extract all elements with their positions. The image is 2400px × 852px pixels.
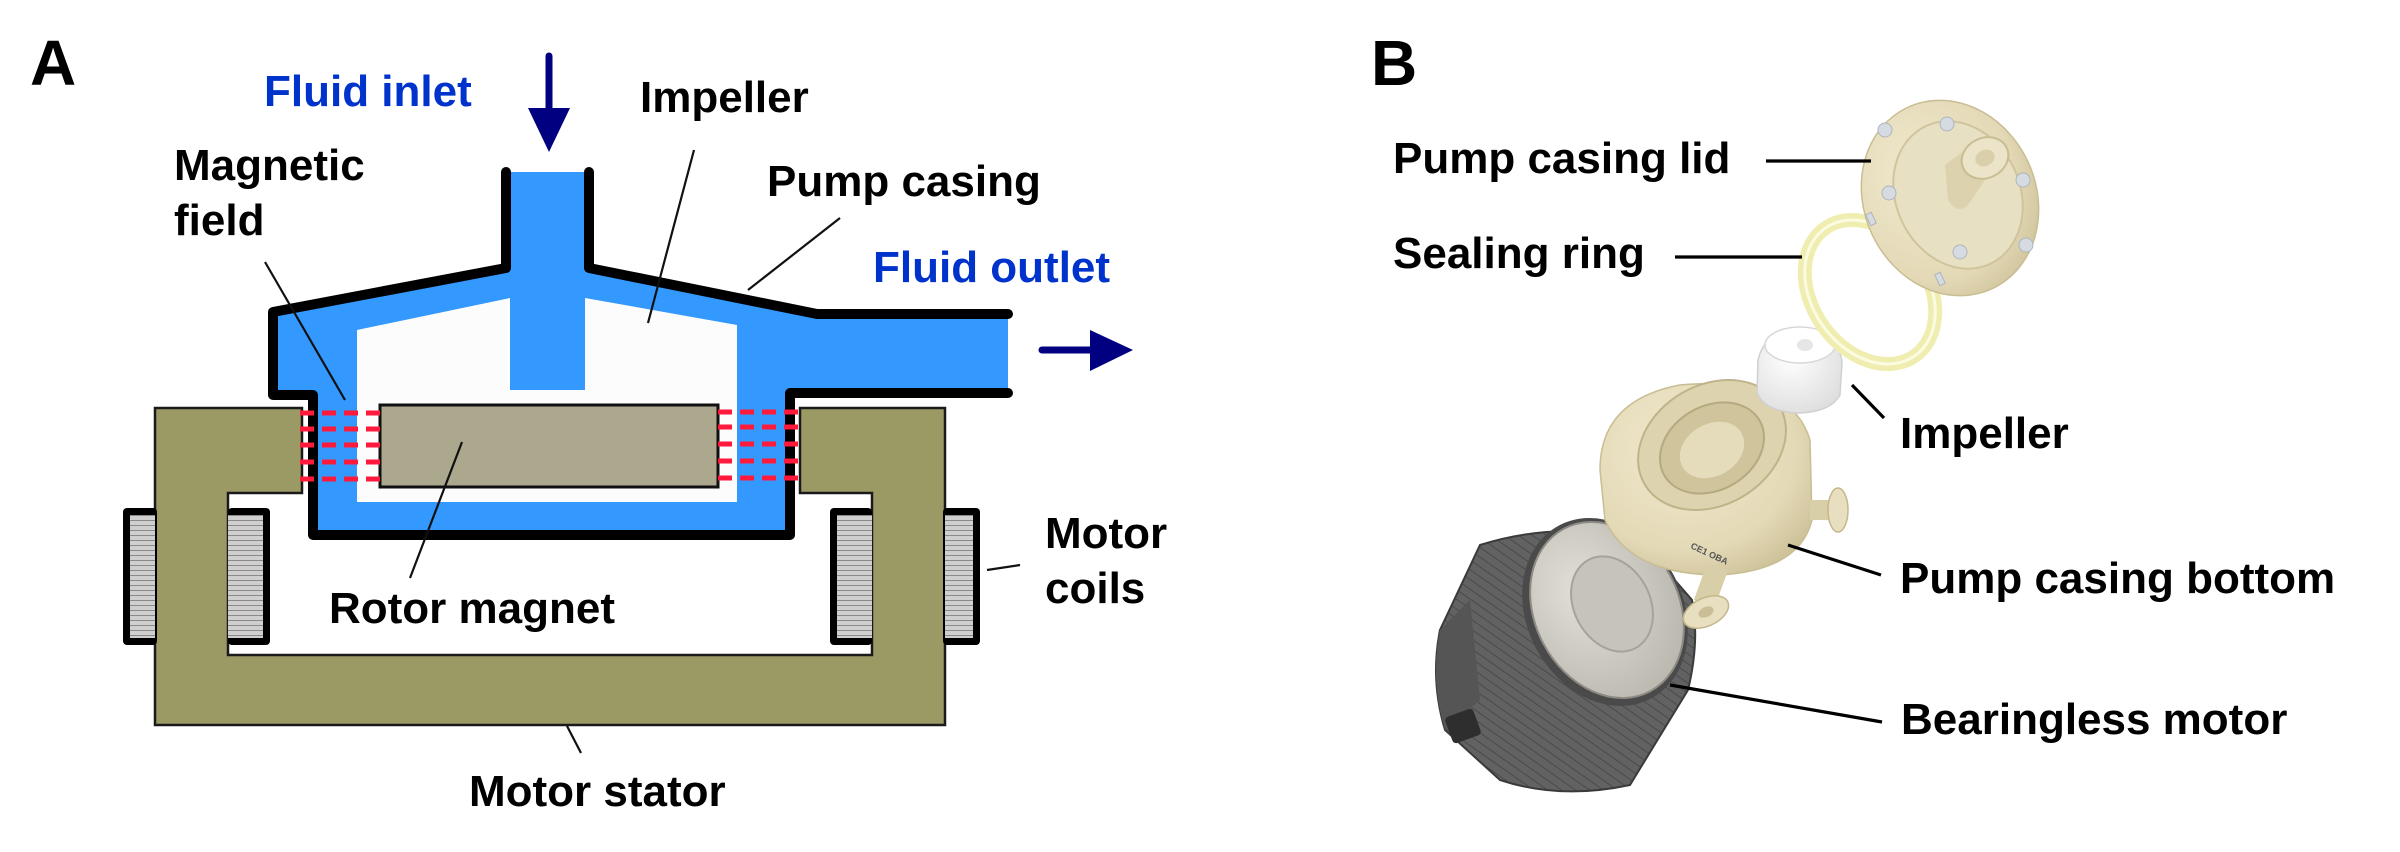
leader-impeller-b <box>1850 383 1886 420</box>
pump-casing-bottom-part: CE1 OBA <box>1599 379 1849 629</box>
label-motor-stator: Motor stator <box>469 767 726 816</box>
label-rotor-magnet: Rotor magnet <box>329 584 615 633</box>
motor-coil-right-inner <box>830 508 872 645</box>
pump-casing-wall <box>268 167 1013 540</box>
bearingless-motor-part <box>1435 518 1697 793</box>
magnetic-field-lines-right <box>718 409 800 481</box>
motor-coil-left-inner <box>228 508 270 645</box>
magnetic-field-lines-left <box>300 410 380 482</box>
label-pump-casing-lid: Pump casing lid <box>1393 134 1730 183</box>
label-magnetic-field-line1: Magnetic <box>174 141 365 190</box>
lid-bolts <box>1865 116 2034 287</box>
label-bearingless-motor: Bearingless motor <box>1901 695 2287 744</box>
leader-motor-coils <box>986 563 1021 572</box>
label-magnetic-field-line2: field <box>174 196 264 245</box>
leader-magnetic-field <box>264 261 346 401</box>
label-pump-casing: Pump casing <box>767 157 1041 206</box>
panel-letter-b: B <box>1371 27 1417 99</box>
motor-stator <box>153 406 947 727</box>
panel-letter-a: A <box>30 27 76 99</box>
label-fluid-outlet: Fluid outlet <box>873 243 1110 292</box>
leader-impeller <box>646 149 696 324</box>
fluid-inlet-arrow-icon <box>528 52 570 152</box>
leader-pump-casing-bottom <box>1787 543 1882 577</box>
leader-pump-casing <box>747 217 841 291</box>
leader-bearingless-motor <box>1669 683 1883 724</box>
pump-casing-lid-part <box>1860 99 2040 297</box>
label-impeller-b: Impeller <box>1900 409 2069 458</box>
leader-motor-stator <box>566 725 582 754</box>
label-impeller-a: Impeller <box>640 73 809 122</box>
fluid-outlet-arrow-icon <box>1038 330 1133 371</box>
label-motor-coils-line1: Motor <box>1045 509 1167 558</box>
label-sealing-ring: Sealing ring <box>1393 229 1645 278</box>
label-fluid-inlet: Fluid inlet <box>264 67 472 116</box>
pump-casing-wall-top <box>584 167 1013 319</box>
label-pump-casing-bottom: Pump casing bottom <box>1900 554 2335 603</box>
label-motor-coils-line2: coils <box>1045 564 1145 613</box>
motor-coil-left-outer <box>123 508 157 645</box>
motor-coil-right-outer <box>943 508 980 645</box>
rotor-magnet <box>378 403 720 489</box>
leader-rotor-magnet <box>408 441 464 579</box>
impeller-part <box>1756 326 1843 414</box>
